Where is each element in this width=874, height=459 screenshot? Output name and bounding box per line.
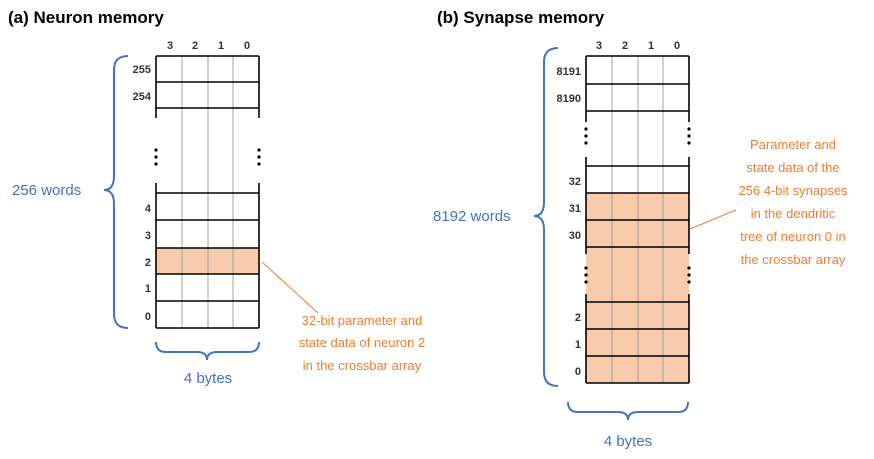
synapse-row-label: 31 [569,203,581,215]
synapse-byte-col-2: 2 [622,40,628,52]
synapse-row-label: 8191 [557,66,581,78]
neuron-row-label: 3 [145,230,151,242]
neuron-row-label: 2 [145,257,151,269]
neuron-memory-title: (a) Neuron memory [8,8,164,27]
synapse-byte-col-3: 3 [596,40,602,52]
synapse-byte-count: 4 bytes [604,433,652,450]
neuron-row-label: 1 [145,283,151,295]
neuron-word-count: 256 words [12,182,81,199]
synapse-memory-outline [585,55,690,384]
neuron-byte-col-2: 2 [192,40,198,52]
synapse-byte-col-1: 1 [648,40,654,52]
neuron-bytes-brace [155,341,260,361]
neuron-row-label: 0 [145,311,151,323]
neuron-row-label: 255 [133,64,151,76]
neuron-byte-col-1: 1 [218,40,224,52]
synapse-annotation-line: 256 4-bit synapses [738,183,848,198]
neuron-memory-outline [155,55,260,329]
synapse-memory-panel: (b) Synapse memory 3 2 1 0 [433,8,848,450]
synapse-bytes-brace [567,401,689,421]
synapse-annotation-line: state data of the [746,160,839,175]
neuron-words-brace [103,55,129,329]
synapse-annotation-line: tree of neuron 0 in [740,229,846,244]
neuron-memory-panel: (a) Neuron memory 3 2 1 0 [8,8,425,387]
synapse-word-count: 8192 words [433,208,511,225]
synapse-ellipsis-icon [584,127,691,284]
neuron-annotation-line: 32-bit parameter and [302,313,423,328]
neuron-byte-count: 4 bytes [184,370,232,387]
neuron-byte-col-0: 0 [244,40,250,52]
synapse-row-label: 8190 [557,93,581,105]
neuron-annotation-leader [261,261,319,314]
synapse-byte-col-0: 0 [674,40,680,52]
synapse-row-label: 2 [575,312,581,324]
synapse-annotation-line: in the dendritic [751,206,836,221]
synapse-annotation-line: Parameter and [750,137,836,152]
neuron-row-label: 4 [145,203,152,215]
neuron-annotation-line: in the crossbar array [303,358,422,373]
neuron-byte-dividers [181,56,234,328]
synapse-row-label: 1 [575,339,581,351]
synapse-row-label: 0 [575,366,581,378]
synapse-row-label: 30 [569,230,581,242]
synapse-words-brace [533,47,559,387]
synapse-row-label: 32 [569,176,581,188]
neuron-byte-col-3: 3 [167,40,173,52]
neuron-annotation-line: state data of neuron 2 [299,335,425,350]
synapse-annotation-leader [689,209,737,230]
synapse-annotation-line: the crossbar array [741,252,846,267]
neuron-ellipsis-icon [154,148,261,166]
synapse-memory-title: (b) Synapse memory [437,8,605,27]
neuron-row-label: 254 [133,91,152,103]
